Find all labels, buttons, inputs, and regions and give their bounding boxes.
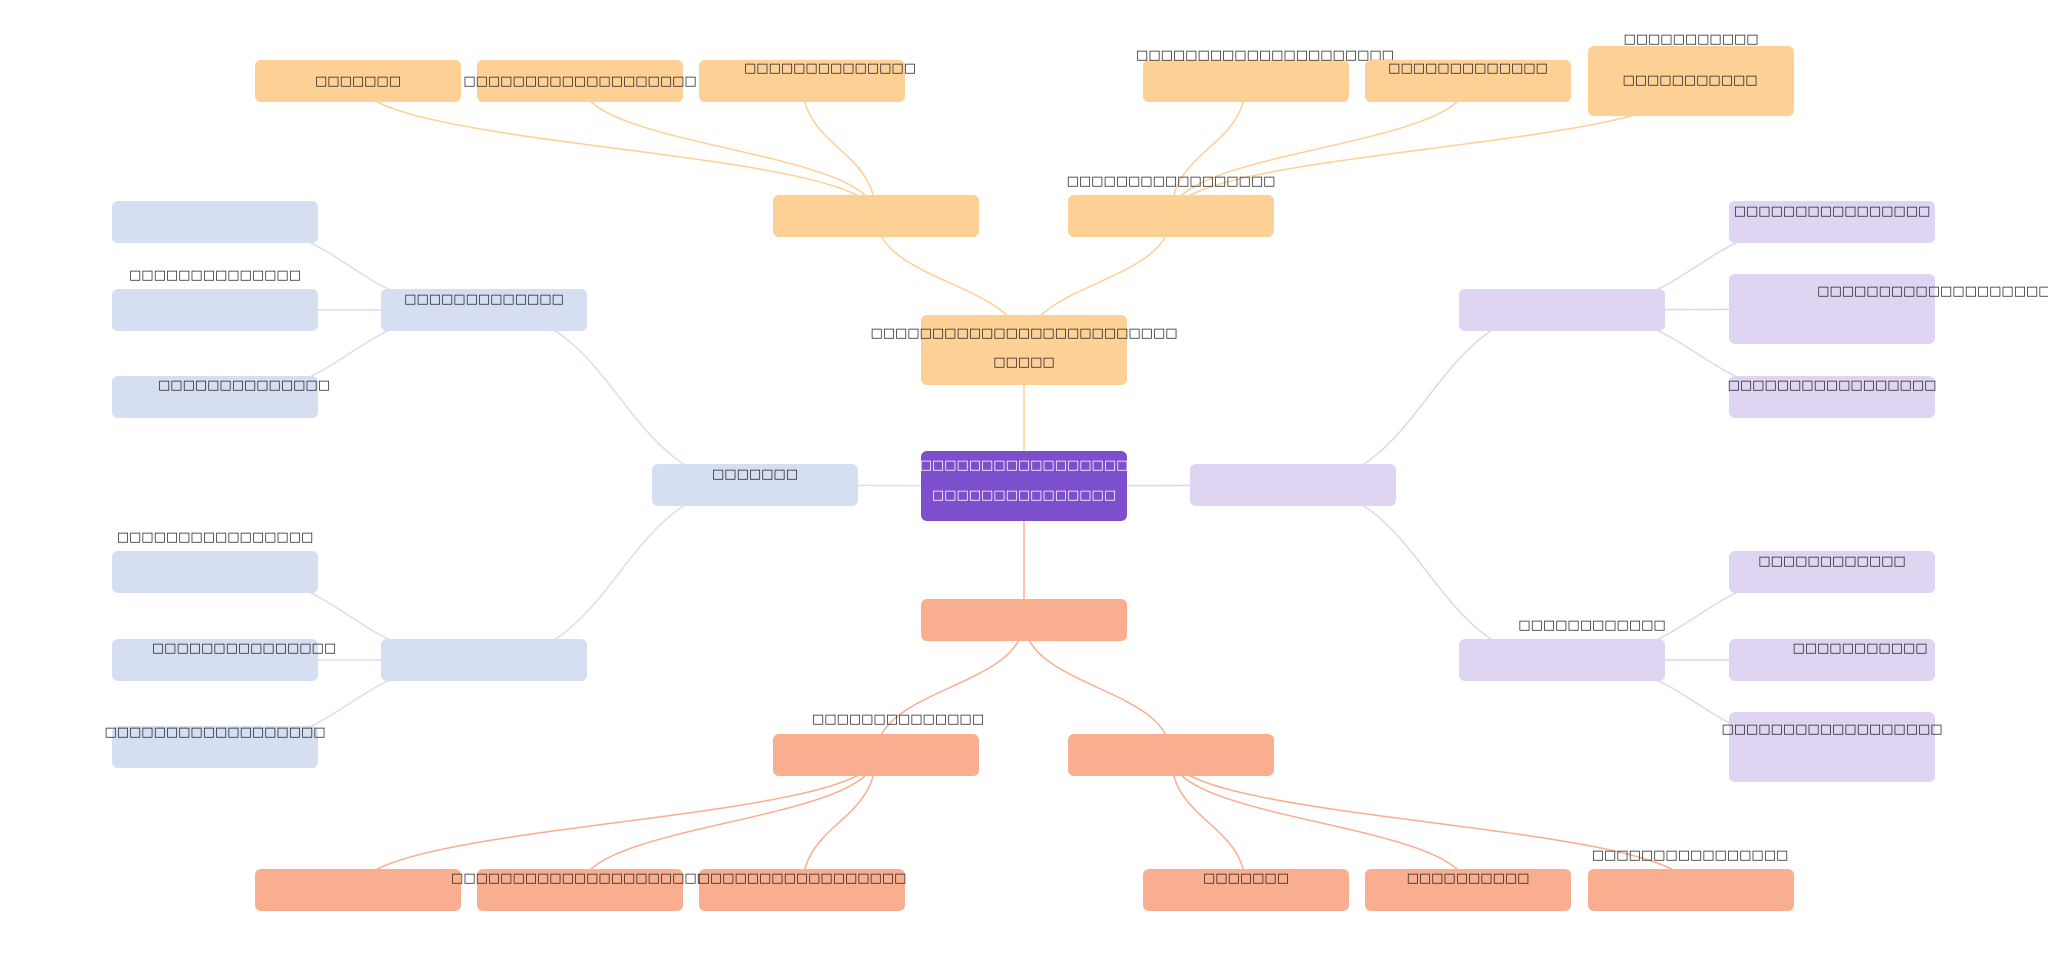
topic-label: □□□□□□□□□□□ [1623,32,1759,47]
topic-label: □□□□□□□□□□□□ [1518,618,1666,633]
connector-bottom_r_1 [1170,754,1247,891]
topic-node-right-u-1[interactable] [1729,201,1935,243]
connector-left_d [483,484,756,661]
topic-node-bottom-l[interactable] [773,734,979,776]
topic-node-top-r-2[interactable] [1365,60,1571,102]
topic-node-left[interactable] [652,464,858,506]
topic-node-top-l-2[interactable] [477,60,683,102]
topic-label: □□□□□□□□□□□□□□□□□ [1066,174,1276,189]
topic-label: □□□□□□□□□□□ [1792,641,1928,656]
topic-node-left-u[interactable] [381,289,587,331]
topic-label: □□□□□□□□□□□□□□□□□□□□ [1817,284,2048,299]
topic-node-bottom-r[interactable] [1068,734,1274,776]
connector-left_u [483,309,756,486]
connector-bottom_l [875,619,1025,756]
topic-node-bottom-r-3[interactable] [1588,869,1794,911]
topic-label: □□□□□□□□□□□□□□□□□□□□□ [1136,48,1394,63]
connector-bottom_r [1023,619,1172,756]
topic-node-bottom-r-1[interactable] [1143,869,1349,911]
connector-top_r_1 [1170,80,1247,217]
topic-node-left-d[interactable] [381,639,587,681]
topic-node-top-r-1[interactable] [1143,60,1349,102]
topic-label: □□□□□□□□□□□□□□□□ [1733,204,1931,219]
topic-label: □□□□□□□ [712,467,798,482]
topic-node-left-d-2[interactable] [112,639,318,681]
connector-bottom_l_1 [357,754,877,891]
connector-right_u [1292,309,1563,486]
topic-node-bottom-r-2[interactable] [1365,869,1571,911]
topic-node-right-d[interactable] [1459,639,1665,681]
topic-node-left-u-3[interactable] [112,376,318,418]
topic-node-bottom-l-1[interactable] [255,869,461,911]
topic-node-right-d-2[interactable] [1729,639,1935,681]
topic-label: □□□□□□□□□□□ [1622,73,1758,88]
root-topic-node[interactable] [921,451,1127,521]
topic-node-top-l[interactable] [773,195,979,237]
topic-label: □□□□□□□□□□□□□□ [744,61,916,76]
topic-label: □□□□□□□□□□□□ [1758,554,1906,569]
connector-bottom_l_3 [801,754,877,891]
topic-node-left-d-1[interactable] [112,551,318,593]
topic-label: □□□□□□□□□□□□□□□□□□ [1721,722,1943,737]
topic-label: □□□□□□□□□□□□□ [1388,61,1548,76]
connector-bottom_l_2 [579,754,877,891]
topic-label: □□□□□□□□□□□□□□□ [931,488,1117,503]
topic-label: □□□□□□□□□□□□□ [404,292,564,307]
topic-label: □□□□□□□ [315,74,401,89]
topic-node-left-d-3[interactable] [112,726,318,768]
topic-node-right-u-3[interactable] [1729,376,1935,418]
connector-top_r_2 [1170,80,1469,217]
topic-node-bottom-l-3[interactable] [699,869,905,911]
topic-label: □□□□□□□ [1203,871,1289,886]
connector-top_l_2 [579,80,877,217]
topic-label: □□□□□□□□□□□□□□□□□□ [104,725,326,740]
topic-label: □□□□□□□□□□□□□□□□ [116,530,314,545]
topic-label: □□□□□□□□□□□□□□□□□□□□□ [451,871,709,886]
topic-node-left-u-2[interactable] [112,289,318,331]
topic-node-left-u-1[interactable] [112,201,318,243]
topic-node-top-r[interactable] [1068,195,1274,237]
connector-top_l_3 [801,80,877,217]
topic-node-right-d-3[interactable] [1729,712,1935,782]
topic-node-right[interactable] [1190,464,1396,506]
topic-label: □□□□□□□□□□ [1406,871,1530,886]
topic-node-top[interactable] [921,315,1127,385]
topic-label: □□□□□ [993,355,1055,370]
topic-label: □□□□□□□□□□□□□□□□□ [1727,378,1937,393]
topic-label: □□□□□□□□□□□□□□□□□ [697,871,907,886]
topic-label: □□□□□□□□□□□□□□ [129,268,301,283]
topic-label: □□□□□□□□□□□□□□□□□□□□□□□□□ [870,326,1178,341]
topic-label: □□□□□□□□□□□□□□□ [151,641,337,656]
topic-node-top-l-3[interactable] [699,60,905,102]
connector-top_l_1 [357,80,877,217]
topic-label: □□□□□□□□□□□□□□ [812,712,984,727]
topic-node-right-u-2[interactable] [1729,274,1935,344]
topic-label: □□□□□□□□□□□□□□□□□□□ [463,74,697,89]
topic-node-right-d-1[interactable] [1729,551,1935,593]
topic-label: □□□□□□□□□□□□□□□□ [1591,848,1789,863]
topic-label: □□□□□□□□□□□□□□□□□□□□□□□ [882,458,1166,473]
connector-bottom_r_2 [1170,754,1469,891]
connector-bottom_r_3 [1170,754,1692,891]
topic-node-right-u[interactable] [1459,289,1665,331]
topic-node-bottom[interactable] [921,599,1127,641]
topic-node-bottom-l-2[interactable] [477,869,683,911]
topic-node-top-r-3[interactable] [1588,46,1794,116]
topic-label: □□□□□□□□□□□□□□ [158,378,330,393]
topic-node-top-l-1[interactable] [255,60,461,102]
